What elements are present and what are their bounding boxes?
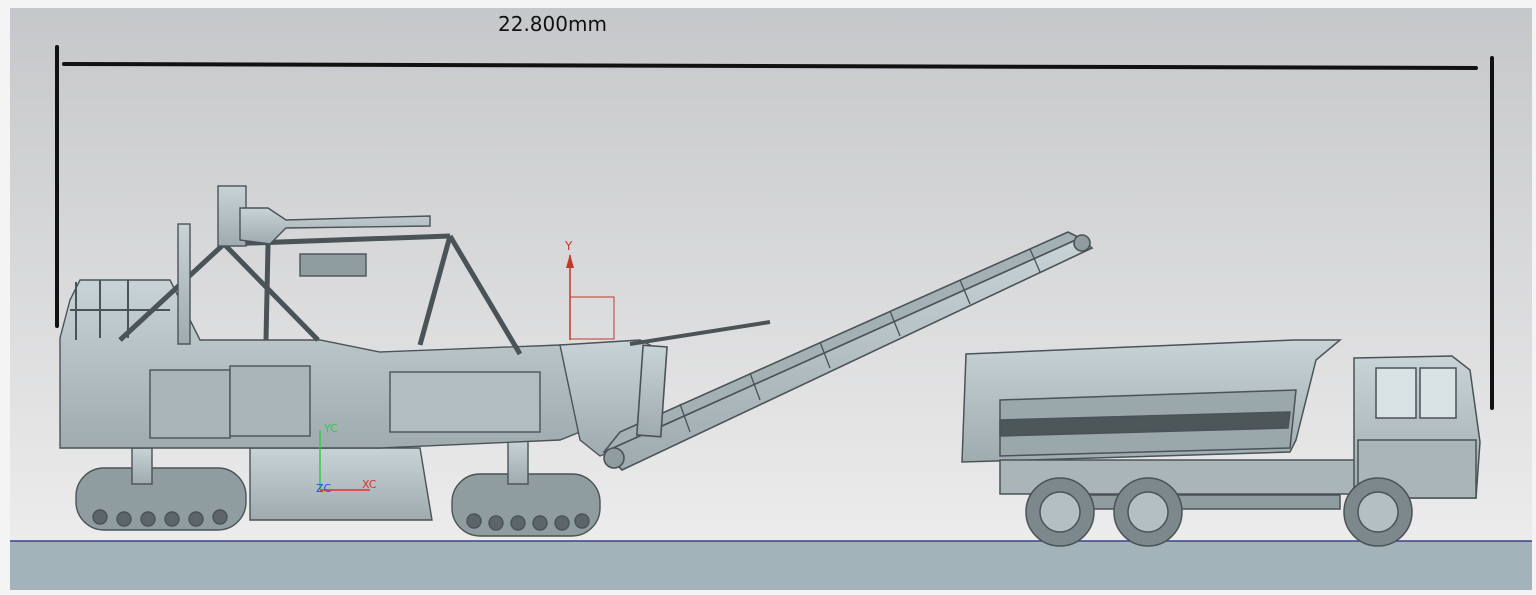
discharge-conveyor (602, 231, 1094, 471)
rear-track (75, 467, 247, 531)
cold-milling-machine (59, 185, 771, 537)
y-axis-label: Y (564, 239, 573, 253)
ground-plane (10, 541, 1532, 590)
xc-axis-label: XC (362, 478, 377, 491)
dimension-label: 22.800mm (498, 12, 607, 36)
coordinate-system: Y YC ZC XC (316, 239, 615, 495)
dump-truck (961, 339, 1481, 547)
zc-axis-label: ZC (316, 482, 332, 495)
yc-axis-label: YC (323, 422, 338, 435)
truck-wheels (1025, 477, 1413, 547)
overall-length-dimension (55, 45, 1494, 410)
